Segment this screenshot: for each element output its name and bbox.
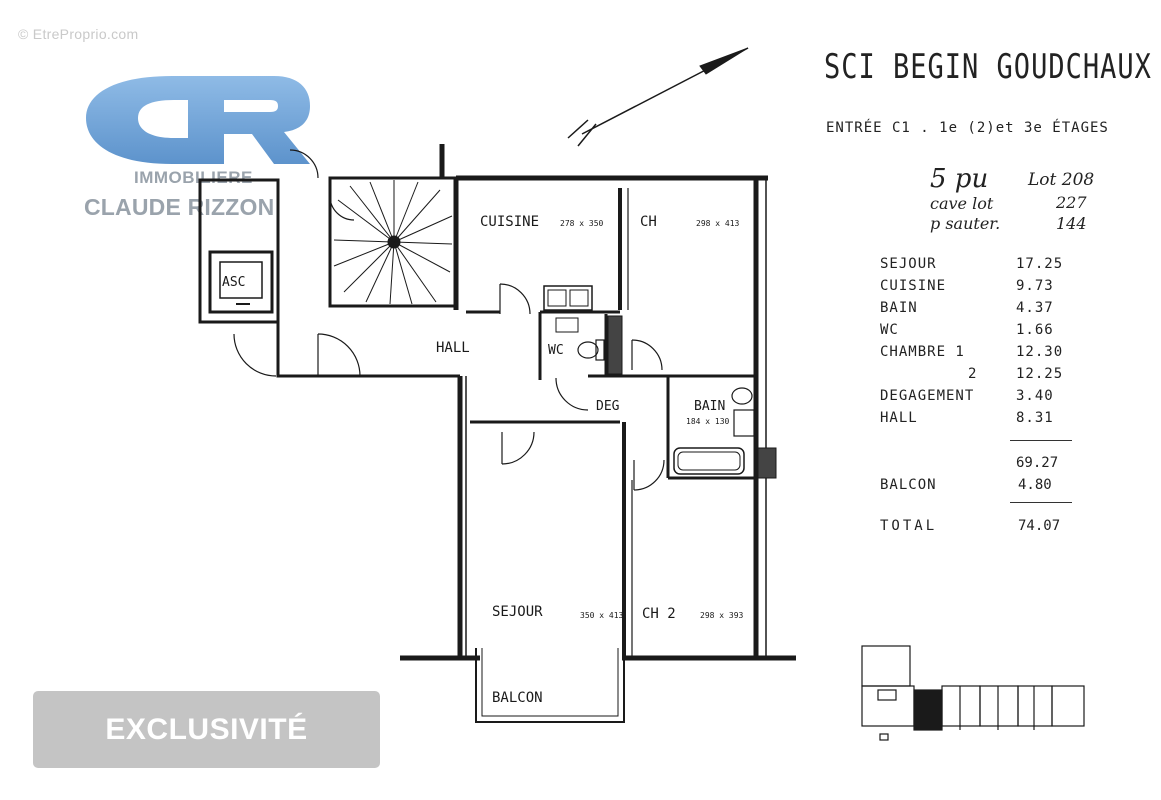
surface-label: CHAMBRE 1	[880, 344, 965, 360]
surface-label: WC	[880, 322, 899, 338]
surface-value: 4.37	[1016, 300, 1054, 316]
surface-label: DEGAGEMENT	[880, 388, 975, 404]
surface-label: 2	[968, 366, 978, 382]
building-title: SCI BEGIN GOUDCHAUX	[824, 48, 1152, 87]
surface-label: HALL	[880, 410, 918, 426]
surface-value: 9.73	[1016, 278, 1054, 294]
room-label-wc: WC	[548, 343, 564, 358]
watermark-text: © EtreProprio.com	[18, 26, 139, 42]
room-dim-ch2: 298 x 393	[700, 611, 744, 620]
room-label-cuisine: CUISINE	[480, 214, 539, 230]
subtotal-value: 69.27	[1016, 455, 1059, 471]
room-label-hall: HALL	[436, 340, 470, 356]
surface-value: 12.25	[1016, 366, 1064, 382]
entrance-info: ENTRÉE C1 . 1e (2)et 3e ÉTAGES	[826, 120, 1109, 136]
balcony-outline	[475, 648, 625, 723]
surface-value: 12.30	[1016, 344, 1064, 360]
room-dim-bain: 184 x 130	[686, 417, 730, 426]
room-label-deg: DEG	[596, 399, 620, 414]
room-label-balcon: BALCON	[492, 690, 543, 706]
surface-value: 1.66	[1016, 322, 1054, 338]
north-arrow	[567, 47, 749, 147]
sum-divider	[1010, 440, 1072, 441]
cave-value: 227	[1056, 193, 1087, 212]
room-dim-sejour: 350 x 413	[580, 611, 624, 620]
total-value: 74.07	[1018, 518, 1061, 534]
surface-value: 8.31	[1016, 410, 1054, 426]
plan-labels: CUISINE 278 x 350 CH 298 x 413 HALL WC D…	[222, 214, 744, 706]
parking-value: 144	[1056, 214, 1087, 233]
logo-cr-mark	[86, 76, 310, 164]
apartment-walls	[400, 144, 796, 661]
surface-label: BAIN	[880, 300, 918, 316]
logo-line1: IMMOBILIERE	[134, 168, 253, 187]
sum-divider	[1010, 502, 1072, 503]
room-label-ch2: CH 2	[642, 606, 676, 622]
exclusivity-label: EXCLUSIVITÉ	[105, 712, 308, 746]
lot-number: Lot 208	[1028, 170, 1095, 190]
total-label: TOTAL	[880, 518, 938, 534]
room-label-bain: BAIN	[694, 399, 725, 414]
room-label-ch1: CH	[640, 214, 657, 230]
cave-label: cave lot	[930, 194, 994, 213]
balcon-label: BALCON	[880, 477, 937, 493]
apartment-type: 5 pu	[930, 164, 989, 194]
exclusivity-badge: EXCLUSIVITÉ	[33, 691, 380, 768]
surface-value: 17.25	[1016, 256, 1064, 272]
logo-line2: CLAUDE RIZZON	[84, 194, 275, 220]
room-dim-ch1: 298 x 413	[696, 219, 740, 228]
agency-logo	[84, 72, 314, 232]
location-minimap	[861, 645, 1085, 741]
stairwell	[198, 176, 458, 324]
surface-value: 3.40	[1016, 388, 1054, 404]
room-label-asc: ASC	[222, 275, 245, 290]
room-dim-cuisine: 278 x 350	[560, 219, 604, 228]
parking-label: p sauter.	[930, 214, 1001, 233]
surface-label: SEJOUR	[880, 256, 937, 272]
balcon-value: 4.80	[1018, 477, 1052, 493]
room-label-sejour: SEJOUR	[492, 604, 543, 620]
surface-label: CUISINE	[880, 278, 947, 294]
